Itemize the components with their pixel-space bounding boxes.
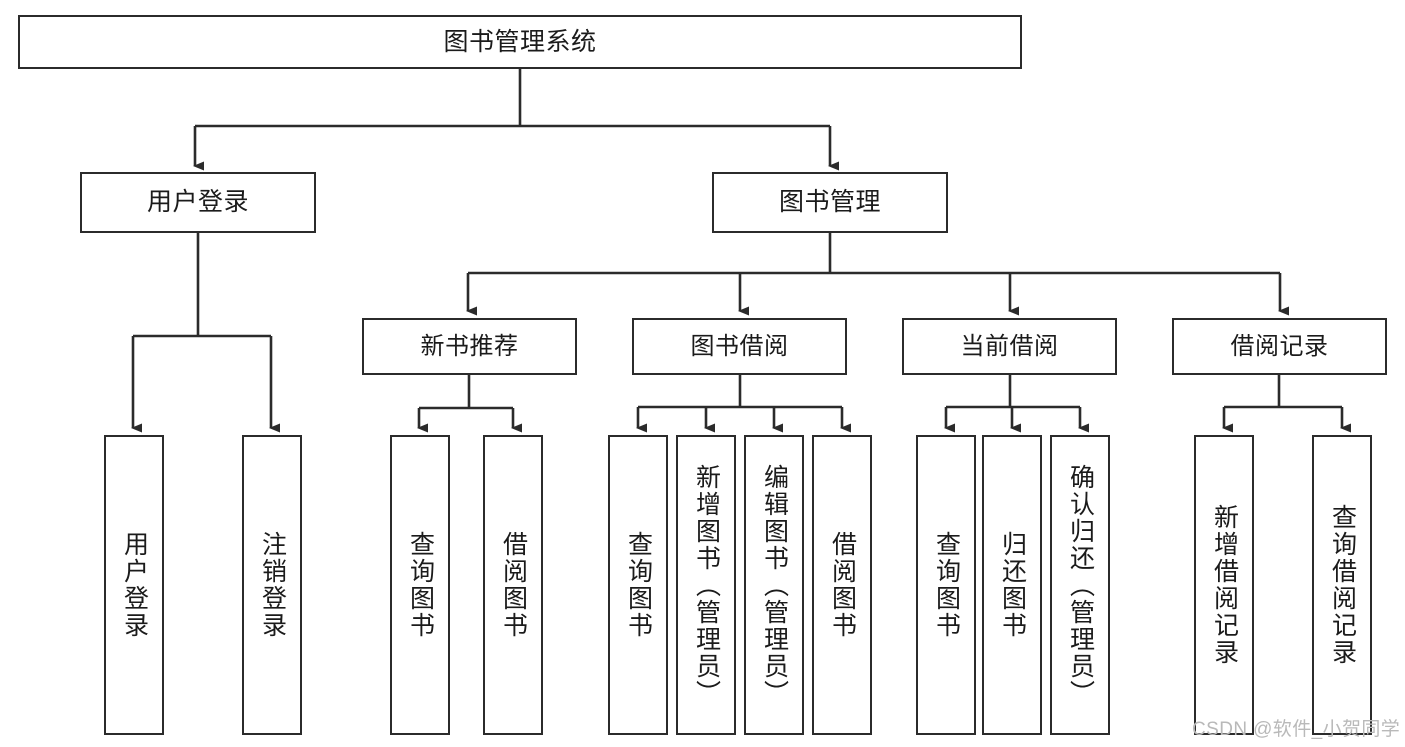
node-new-book-recommend[interactable]: 新书推荐	[362, 318, 577, 375]
leaf-borrow-record-query-record[interactable]: 查询借阅记录	[1312, 435, 1372, 735]
node-book-management[interactable]: 图书管理	[712, 172, 948, 233]
watermark-text: CSDN @软件_小贺同学	[1192, 719, 1401, 740]
node-label: 借阅记录	[1230, 332, 1329, 360]
node-label: 当前借阅	[960, 332, 1059, 360]
node-label: 图书借阅	[690, 332, 789, 360]
leaf-book-borrow-edit-book-admin[interactable]: 编辑图书（管理员）	[744, 435, 804, 735]
node-label: 注销登录	[258, 531, 287, 639]
leaf-new-book-borrow-books[interactable]: 借阅图书	[483, 435, 543, 735]
node-label: 用户登录	[120, 531, 149, 639]
node-label: 查询图书	[932, 531, 961, 639]
node-root-library-management-system[interactable]: 图书管理系统	[18, 15, 1022, 69]
leaf-current-borrow-confirm-return-admin[interactable]: 确认归还（管理员）	[1050, 435, 1110, 735]
node-label: 用户登录	[146, 188, 249, 217]
node-label: 编辑图书（管理员）	[760, 463, 789, 707]
node-label: 借阅图书	[828, 531, 857, 639]
node-label: 确认归还（管理员）	[1066, 463, 1095, 707]
node-borrow-record[interactable]: 借阅记录	[1172, 318, 1387, 375]
node-book-borrow[interactable]: 图书借阅	[632, 318, 847, 375]
node-label: 查询图书	[406, 531, 435, 639]
leaf-book-borrow-add-book-admin[interactable]: 新增图书（管理员）	[676, 435, 736, 735]
node-label: 归还图书	[998, 531, 1027, 639]
node-label: 新增借阅记录	[1210, 504, 1239, 666]
leaf-user-login-login[interactable]: 用户登录	[104, 435, 164, 735]
leaf-new-book-query-books[interactable]: 查询图书	[390, 435, 450, 735]
leaf-book-borrow-borrow-books[interactable]: 借阅图书	[812, 435, 872, 735]
node-label: 新增图书（管理员）	[692, 463, 721, 707]
node-label: 查询图书	[624, 531, 653, 639]
leaf-current-borrow-query-books[interactable]: 查询图书	[916, 435, 976, 735]
leaf-book-borrow-query-books[interactable]: 查询图书	[608, 435, 668, 735]
node-label: 图书管理系统	[443, 27, 597, 56]
leaf-user-login-logout[interactable]: 注销登录	[242, 435, 302, 735]
node-label: 图书管理	[778, 188, 881, 217]
node-current-borrow[interactable]: 当前借阅	[902, 318, 1117, 375]
node-label: 借阅图书	[499, 531, 528, 639]
node-user-login[interactable]: 用户登录	[80, 172, 316, 233]
leaf-borrow-record-add-record[interactable]: 新增借阅记录	[1194, 435, 1254, 735]
node-label: 查询借阅记录	[1328, 504, 1357, 666]
leaf-current-borrow-return-books[interactable]: 归还图书	[982, 435, 1042, 735]
node-label: 新书推荐	[420, 332, 519, 360]
